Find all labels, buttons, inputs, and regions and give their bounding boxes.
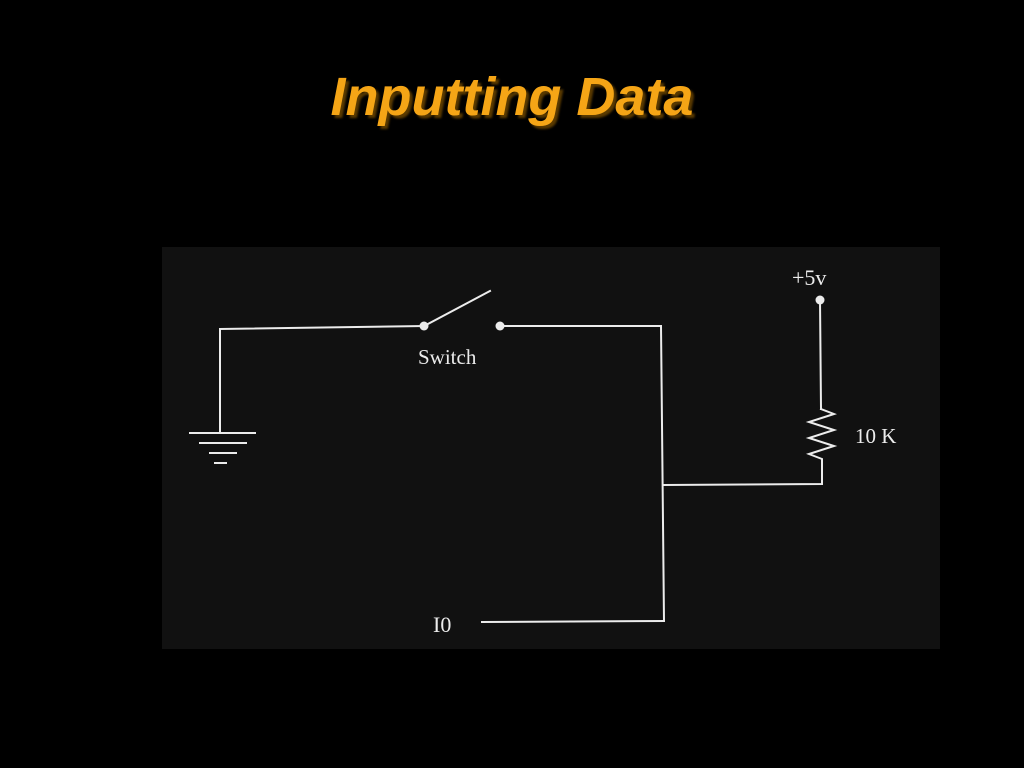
input-label: I0 xyxy=(433,612,451,637)
resistor-label: 10 K xyxy=(855,424,896,448)
circuit-diagram: Switch +5v 10 K I0 xyxy=(162,247,940,649)
ground-icon xyxy=(189,328,256,464)
switch-to-bus-wire xyxy=(499,325,666,623)
supply-label: +5v xyxy=(792,265,826,290)
switch-icon xyxy=(419,289,505,331)
input-wire xyxy=(480,619,666,624)
ground-to-switch-wire xyxy=(218,324,426,331)
slide-title: Inputting Data xyxy=(330,67,694,127)
bus-to-resistor-wire xyxy=(662,460,823,487)
switch-label: Switch xyxy=(418,345,477,369)
resistor-icon xyxy=(805,407,838,462)
circuit-svg: Switch +5v 10 K I0 xyxy=(189,265,896,637)
supply-wire xyxy=(818,298,823,411)
